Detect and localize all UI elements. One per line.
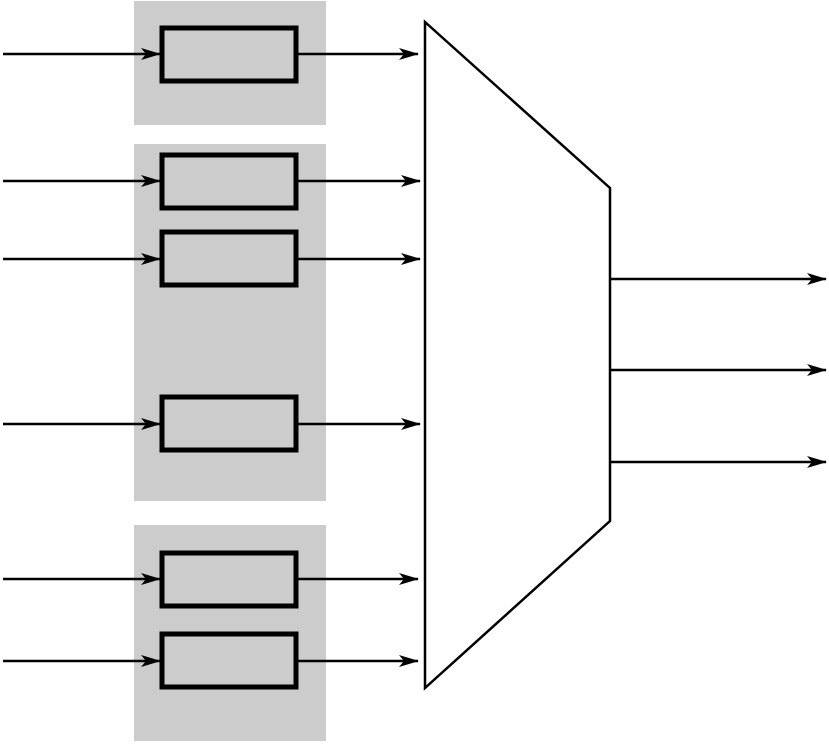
- processing-block-1: [159, 25, 299, 84]
- processing-block-6: [159, 631, 299, 690]
- processing-block-5: [159, 550, 299, 609]
- processing-block-2: [159, 152, 299, 211]
- multiplexer-trapezoid: [423, 19, 612, 691]
- processing-block-4: [159, 394, 299, 453]
- processing-block-3: [159, 229, 299, 288]
